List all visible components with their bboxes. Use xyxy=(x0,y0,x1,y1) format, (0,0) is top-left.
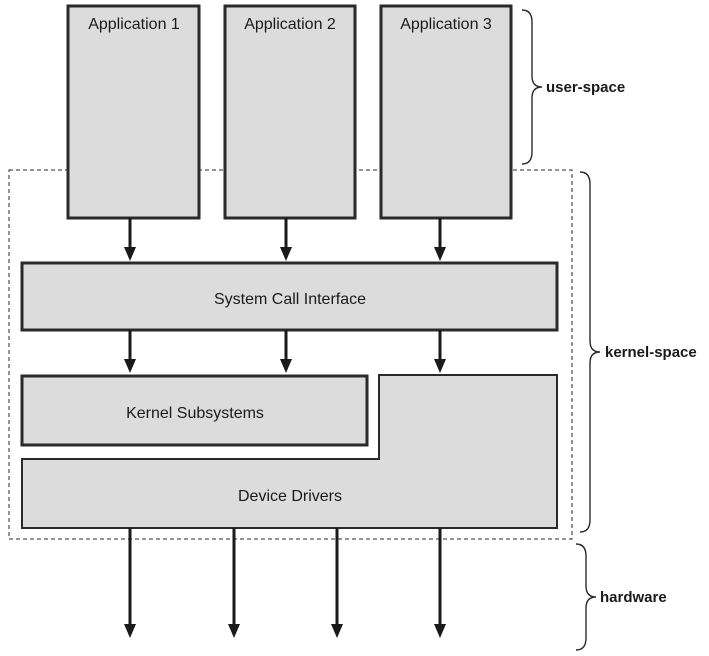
application-2-box: Application 2 xyxy=(223,4,357,220)
user-space-brace xyxy=(521,9,543,165)
application-3-label: Application 3 xyxy=(400,16,492,33)
application-2-label: Application 2 xyxy=(244,16,336,33)
system-call-interface-label: System Call Interface xyxy=(214,291,366,308)
hardware-label: hardware xyxy=(600,589,667,606)
user-space-label: user-space xyxy=(546,79,625,96)
syscall-to-kernel-arrows xyxy=(124,330,446,373)
drivers-to-hardware-arrows xyxy=(124,528,446,638)
kernel-space-brace xyxy=(579,171,601,533)
hardware-brace xyxy=(575,543,597,651)
application-1-box: Application 1 xyxy=(66,4,201,220)
app-to-syscall-arrows xyxy=(124,218,446,261)
kernel-subsystems-label: Kernel Subsystems xyxy=(126,405,264,422)
application-1-label: Application 1 xyxy=(88,16,180,33)
device-drivers-box: Device Drivers xyxy=(21,374,558,529)
kernel-subsystems-box: Kernel Subsystems xyxy=(20,374,369,447)
system-call-interface-box: System Call Interface xyxy=(20,261,559,332)
device-drivers-label: Device Drivers xyxy=(238,488,342,505)
kernel-space-label: kernel-space xyxy=(605,344,697,361)
application-3-box: Application 3 xyxy=(379,4,513,220)
